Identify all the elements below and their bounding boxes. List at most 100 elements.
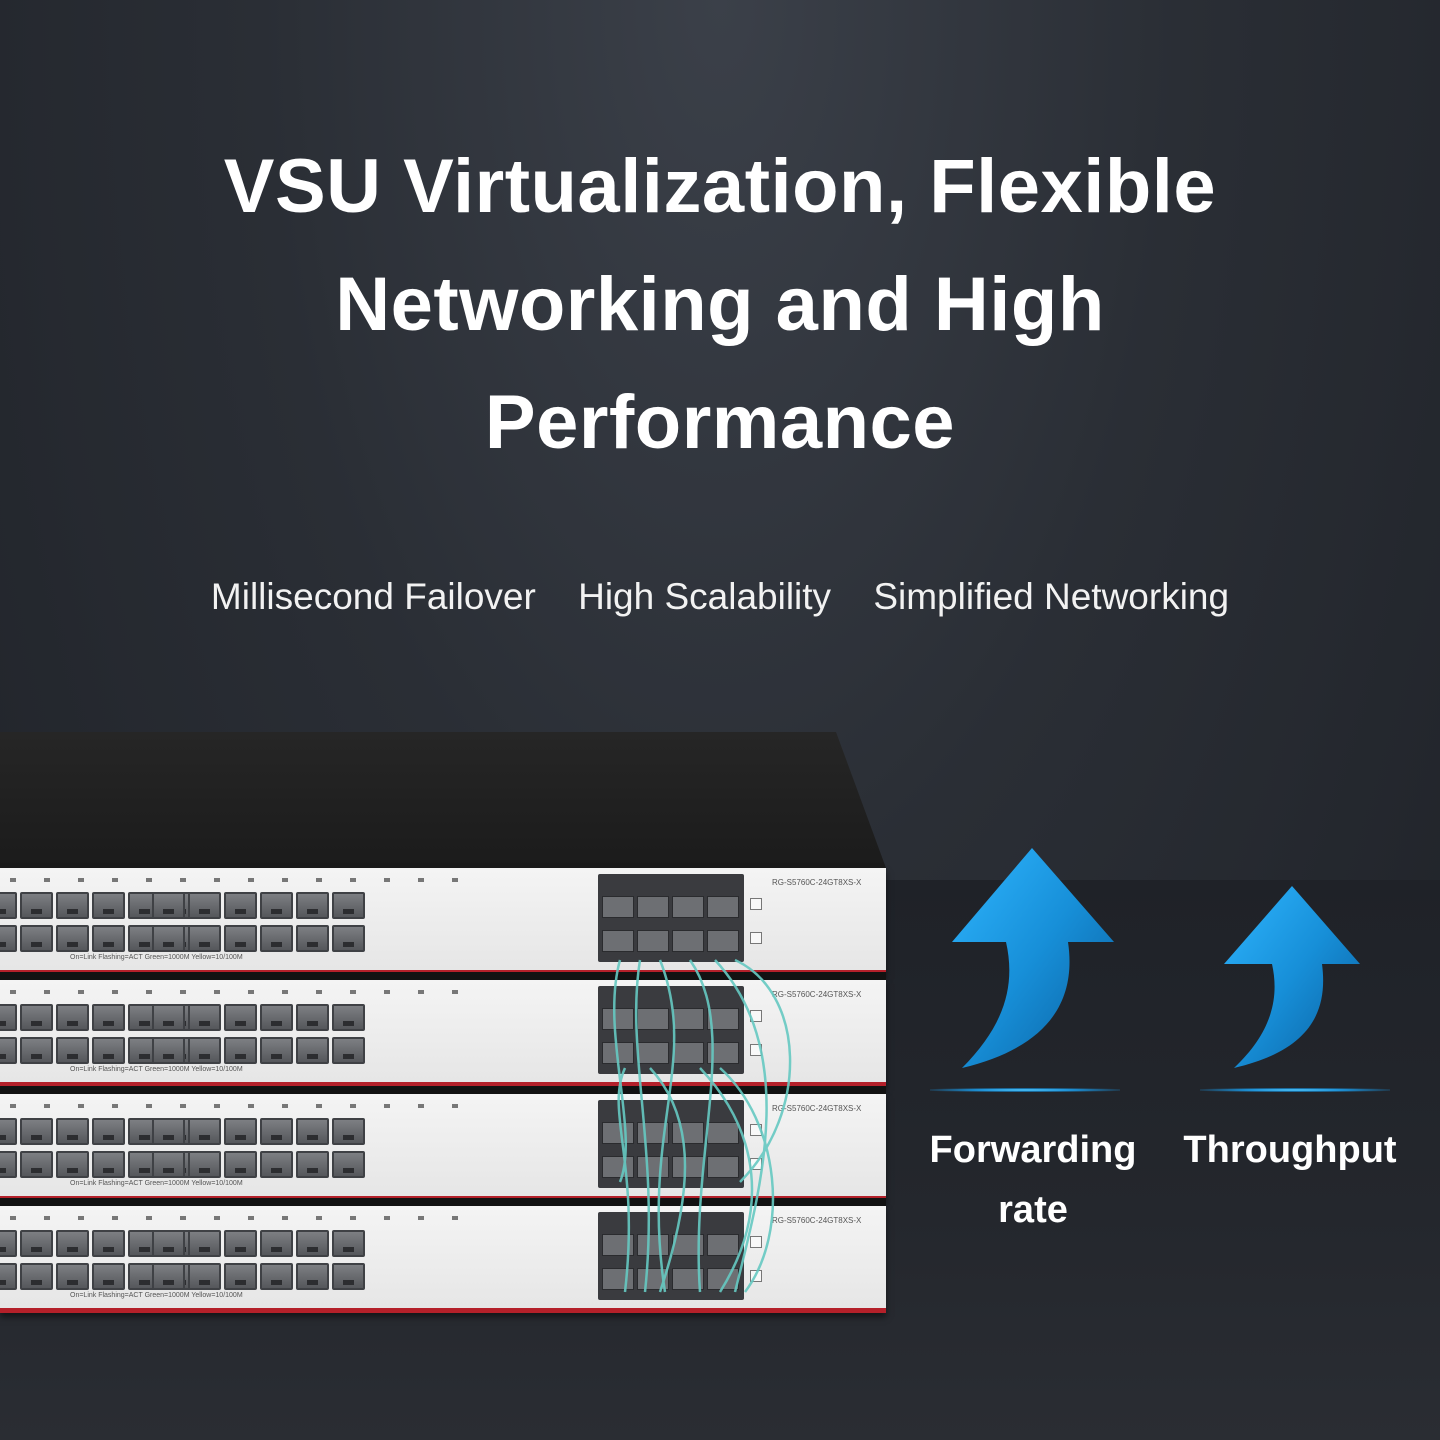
rj45-port	[188, 1118, 221, 1145]
rj45-port	[260, 1151, 293, 1178]
fiber-cables	[613, 958, 792, 1293]
rj45-port	[260, 1037, 293, 1064]
rj45-port	[92, 1037, 125, 1064]
rj45-port	[152, 1004, 185, 1031]
sfp-slot	[707, 1008, 739, 1030]
rj45-port	[260, 925, 293, 952]
sfp-slot	[672, 930, 704, 952]
sfp-slot	[707, 930, 739, 952]
feature-simplified-networking: Simplified Networking	[873, 576, 1230, 617]
rj45-port	[296, 1263, 329, 1290]
rj45-port	[296, 1037, 329, 1064]
sfp-slot	[707, 1234, 739, 1256]
legend-text: On=Link Flashing=ACT Green=1000M Yellow=…	[70, 1180, 243, 1187]
rj45-port	[260, 1263, 293, 1290]
rj45-port	[296, 1230, 329, 1257]
chassis-top	[0, 732, 886, 868]
model-label: RG-S5760C-24GT8XS-X	[772, 990, 862, 999]
rj45-port	[260, 1118, 293, 1145]
sfp-slot	[707, 896, 739, 918]
rj45-port	[56, 1230, 89, 1257]
rj45-port	[152, 1037, 185, 1064]
rj45-port	[224, 1263, 257, 1290]
rj45-port	[20, 925, 53, 952]
rj45-port	[224, 892, 257, 919]
switch-unit: On=Link Flashing=ACT Green=1000M Yellow=…	[0, 868, 886, 975]
sfp-slot	[707, 1042, 739, 1064]
sfp-port-block	[598, 874, 744, 962]
rj45-port	[188, 1263, 221, 1290]
legend-text: On=Link Flashing=ACT Green=1000M Yellow=…	[70, 1292, 243, 1299]
throughput-label: Throughput	[1170, 1120, 1410, 1180]
throughput-text: Throughput	[1183, 1129, 1397, 1171]
rj45-port	[0, 925, 17, 952]
led-row	[10, 878, 458, 883]
rj45-port	[92, 1151, 125, 1178]
rj45-port	[332, 925, 365, 952]
rj45-port	[296, 892, 329, 919]
console-port	[750, 1236, 762, 1248]
rj45-port	[20, 892, 53, 919]
sfp-slot	[672, 896, 704, 918]
rj45-port	[20, 1037, 53, 1064]
rj45-port	[224, 1004, 257, 1031]
rj45-port	[92, 1118, 125, 1145]
sfp-slot	[602, 930, 634, 952]
sfp-slot	[707, 1156, 739, 1178]
rj45-port	[56, 1037, 89, 1064]
switch-gap	[0, 972, 886, 980]
sfp-port-block	[598, 1212, 744, 1300]
model-label: RG-S5760C-24GT8XS-X	[772, 1216, 862, 1225]
switch-unit: On=Link Flashing=ACT Green=1000M Yellow=…	[0, 972, 886, 1087]
sfp-slot	[672, 1234, 704, 1256]
title-line-3: Performance	[484, 380, 956, 465]
forwarding-line-1: Forwarding	[929, 1129, 1137, 1171]
rj45-port	[92, 1004, 125, 1031]
rj45-port	[92, 892, 125, 919]
led-row	[10, 1216, 458, 1221]
rj45-port	[92, 925, 125, 952]
rj45-port	[20, 1118, 53, 1145]
rj45-port	[56, 892, 89, 919]
rj45-port	[260, 1004, 293, 1031]
rj45-port	[332, 1004, 365, 1031]
rj45-port	[20, 1151, 53, 1178]
feature-list: Millisecond Failover High Scalability Si…	[0, 576, 1440, 618]
rj45-port	[188, 925, 221, 952]
sfp-slot	[637, 930, 669, 952]
rj45-port	[188, 1004, 221, 1031]
legend-text: On=Link Flashing=ACT Green=1000M Yellow=…	[70, 1066, 243, 1073]
rj45-port	[188, 1151, 221, 1178]
rj45-port	[332, 1263, 365, 1290]
forwarding-glow-line	[930, 1088, 1120, 1092]
rj45-port	[0, 892, 17, 919]
legend-text: On=Link Flashing=ACT Green=1000M Yellow=…	[70, 954, 243, 961]
rj45-port	[260, 1230, 293, 1257]
throughput-arrow-icon	[1224, 886, 1360, 1068]
rj45-port	[224, 1037, 257, 1064]
rj45-port	[56, 1118, 89, 1145]
switch-unit: On=Link Flashing=ACT Green=1000M Yellow=…	[0, 1086, 886, 1201]
rj45-port	[296, 1118, 329, 1145]
feature-scalability: High Scalability	[578, 576, 832, 617]
rj45-port	[332, 1230, 365, 1257]
rj45-port	[152, 1151, 185, 1178]
sfp-slot	[602, 1008, 634, 1030]
sfp-slot	[637, 896, 669, 918]
forwarding-line-2: rate	[998, 1189, 1068, 1231]
rj45-port	[152, 925, 185, 952]
sfp-slot	[637, 1008, 669, 1030]
sfp-slot	[672, 1268, 704, 1290]
rj45-port	[224, 1230, 257, 1257]
led-row	[10, 990, 458, 995]
rj45-port	[0, 1004, 17, 1031]
rj45-port	[188, 1037, 221, 1064]
console-port	[750, 898, 762, 910]
rj45-port	[188, 1230, 221, 1257]
console-port	[750, 932, 762, 944]
rj45-port	[92, 1230, 125, 1257]
switch-unit: On=Link Flashing=ACT Green=1000M Yellow=…	[0, 1198, 886, 1313]
rj45-block-right	[152, 1004, 365, 1064]
rj45-port	[56, 1263, 89, 1290]
rj45-port	[20, 1230, 53, 1257]
